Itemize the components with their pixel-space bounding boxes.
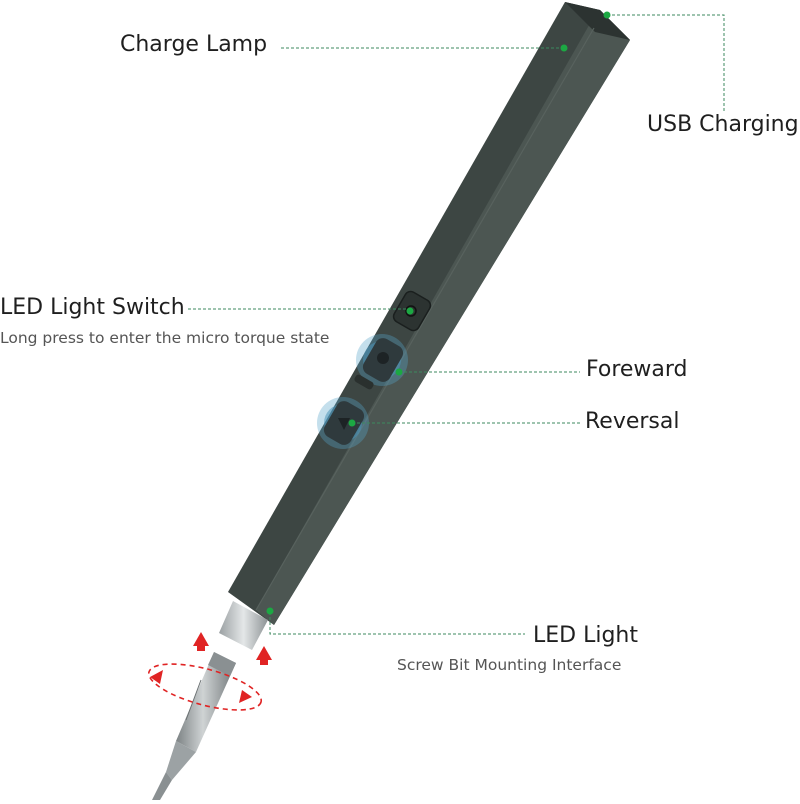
pen-body-highlight bbox=[256, 10, 630, 625]
foreward-button bbox=[356, 334, 408, 386]
leader-usb bbox=[607, 14, 725, 112]
rotation-ellipse bbox=[147, 663, 263, 711]
dot-led-switch bbox=[406, 307, 414, 315]
led-light-label: LED Light bbox=[533, 623, 638, 648]
bit-collar bbox=[219, 601, 268, 650]
reversal-button bbox=[317, 397, 369, 449]
leader-led-light bbox=[269, 612, 525, 635]
led-light-switch-note: Long press to enter the micro torque sta… bbox=[0, 329, 330, 347]
led-light-switch-label: LED Light Switch bbox=[0, 295, 185, 320]
dot-led-light bbox=[266, 607, 274, 615]
push-arrow-right bbox=[256, 646, 272, 660]
rotate-arrow-right bbox=[239, 690, 252, 703]
dot-usb bbox=[603, 11, 611, 19]
usb-charging-label: USB Charging bbox=[647, 112, 799, 137]
screw-bit bbox=[152, 652, 236, 800]
dot-foreward bbox=[395, 368, 403, 376]
dot-charge-lamp bbox=[560, 44, 568, 52]
foreward-label: Foreward bbox=[586, 357, 688, 382]
screw-bit-interface-label: Screw Bit Mounting Interface bbox=[397, 656, 622, 674]
rotate-arrow-left bbox=[150, 670, 163, 684]
pen-top-cap bbox=[565, 2, 630, 40]
push-arrow-left bbox=[193, 632, 209, 646]
reversal-label: Reversal bbox=[585, 409, 680, 434]
charge-lamp-label: Charge Lamp bbox=[120, 32, 268, 57]
dot-reversal bbox=[348, 419, 356, 427]
